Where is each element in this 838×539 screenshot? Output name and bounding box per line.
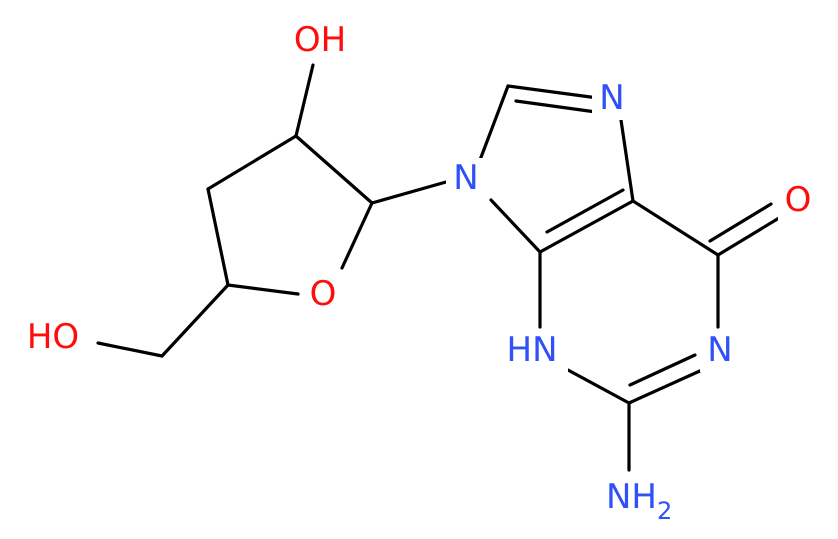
atom-n9-label: N	[453, 158, 478, 198]
atom-n3h-label: HN	[507, 330, 558, 370]
atom-nh2-bg	[604, 476, 696, 522]
atom-n7-bg	[592, 78, 632, 120]
atom-ho-left-bg	[18, 317, 88, 357]
bond-c3-c2	[206, 134, 298, 191]
atom-oh-top: OH	[288, 20, 352, 60]
atom-ho-left: HO	[18, 317, 88, 357]
atom-o-ring-bg	[304, 276, 342, 316]
atom-nh2-subscript: 2	[657, 497, 672, 525]
atom-o-carbonyl: O	[778, 180, 818, 222]
bond-c8-n7	[506, 84, 600, 100]
bond-c8-n7-double	[514, 99, 598, 114]
bond-n7-c5a	[619, 118, 635, 203]
bond-c3-c4	[294, 134, 374, 205]
atom-o-carbonyl-bg	[778, 180, 818, 222]
bond-n1-c2a-double	[628, 353, 697, 387]
atom-o-ring: O	[304, 274, 342, 316]
atom-n3h-bg	[496, 330, 568, 372]
bond-c1-c5	[160, 283, 230, 358]
atom-o-carbonyl-label: O	[785, 180, 812, 220]
atom-n1-bg	[700, 330, 740, 372]
atom-ho-left-label: HO	[27, 317, 79, 357]
atom-n7: N	[592, 78, 632, 120]
atom-labels: OH O HO N N O HN N	[18, 20, 818, 525]
bonds	[96, 63, 781, 472]
atom-n7-label: N	[599, 78, 624, 118]
bond-c6-o	[716, 216, 781, 257]
atom-n1-label: N	[707, 330, 732, 370]
bond-c4a-n9	[489, 198, 542, 254]
bond-c5a-c6	[631, 199, 720, 257]
bond-c1-o-ring	[226, 283, 300, 296]
atom-n9-bg	[446, 158, 486, 200]
atom-n3h: HN	[496, 330, 568, 372]
bond-c2a-n3	[566, 368, 631, 405]
atom-nh2-label: NH2	[606, 477, 672, 525]
bond-c4-o-ring	[340, 201, 374, 270]
bond-c3-oh	[294, 63, 315, 138]
atom-o-ring-label: O	[310, 274, 337, 314]
atom-n1: N	[700, 330, 740, 372]
bond-c2-c1	[206, 187, 230, 287]
atom-nh2: NH2	[604, 476, 696, 525]
atom-n9: N	[446, 158, 486, 200]
bond-c6-o-double	[708, 202, 773, 243]
bond-c5a-c4a-double	[545, 188, 625, 234]
bond-c5a-c4a	[538, 199, 635, 254]
atom-nh2-main: NH	[606, 477, 657, 517]
bond-n9-c8	[478, 84, 510, 162]
atom-oh-top-bg	[288, 20, 352, 60]
bond-c4-n9	[370, 180, 448, 205]
bond-n1-c2a	[627, 368, 704, 405]
atom-oh-top-label: OH	[294, 20, 346, 60]
bond-c5-ho	[96, 341, 164, 358]
